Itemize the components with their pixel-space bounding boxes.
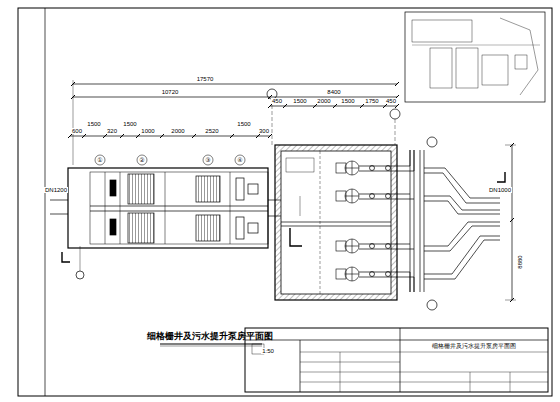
dimension: 1500	[86, 121, 101, 127]
dimension: 1500	[340, 98, 355, 104]
dimension: 2000	[316, 98, 331, 104]
dimension: 320	[106, 128, 118, 134]
drawing-title: 细格栅井及污水提升泵房平面图	[147, 332, 273, 341]
dimension: 300	[258, 128, 270, 134]
dimension: 450	[385, 98, 397, 104]
dimension: 1750	[364, 98, 379, 104]
dimension: 1000	[140, 128, 155, 134]
title-block-text: 细格栅井及污水提升泵房平面图	[431, 343, 517, 349]
dimension: 1500	[236, 121, 251, 127]
dimension: 2520	[204, 128, 219, 134]
pipe-label: DN1200	[44, 187, 68, 193]
callout-number: ①	[96, 157, 103, 163]
dimension: 8880	[517, 254, 523, 269]
scale-label: 1:50	[261, 348, 275, 354]
dimension: 1500	[292, 98, 307, 104]
pipe-label: DN1000	[488, 187, 512, 193]
dimension: 8400	[326, 89, 341, 95]
callout-number: ③	[204, 157, 211, 163]
dimension: 1500	[122, 121, 137, 127]
callout-number: ④	[236, 157, 243, 163]
dimension: 2000	[170, 128, 185, 134]
dimension: 17570	[196, 76, 215, 82]
dimension: 600	[71, 128, 83, 134]
callout-number: ②	[138, 157, 145, 163]
dimension: 10720	[161, 89, 180, 95]
dimension: 450	[271, 98, 283, 104]
